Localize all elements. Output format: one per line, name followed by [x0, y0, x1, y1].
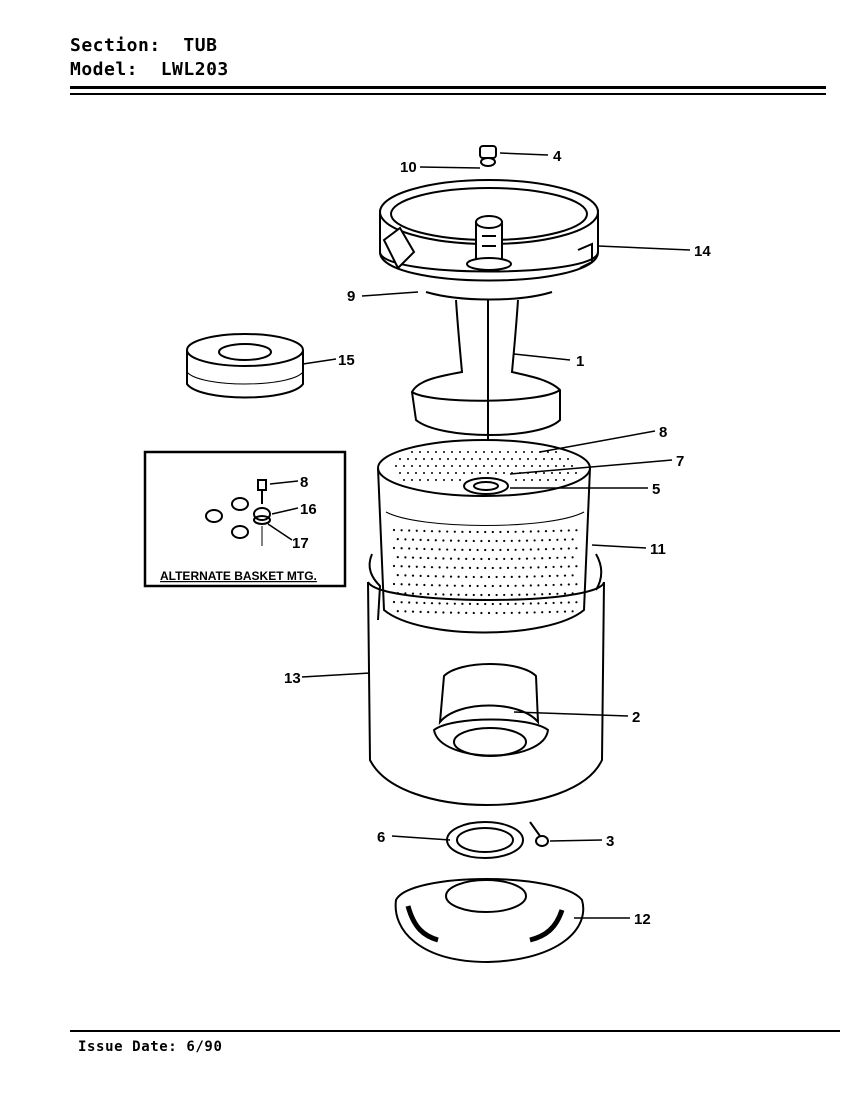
- issue-label: Issue Date:: [78, 1039, 178, 1055]
- callout-5: 5: [652, 481, 660, 498]
- agitator-column-part: [410, 291, 561, 448]
- outer-tub-part: [367, 553, 605, 806]
- bolt-part: [529, 821, 549, 847]
- callout-8: 8: [659, 424, 667, 441]
- footer-rule: [70, 1030, 840, 1032]
- callout-labels: 4 10 14 9 1 15 8 7 5 11 13 2 6 3 12 8 16…: [160, 148, 711, 928]
- callout-4: 4: [553, 148, 562, 165]
- inset-callout-8: 8: [300, 474, 308, 491]
- header-rule-bottom: [70, 93, 826, 95]
- balance-ring-part: [379, 179, 599, 282]
- cap-nut-part: [479, 145, 497, 167]
- basket-part: [377, 439, 591, 634]
- section-label: Section:: [70, 35, 161, 56]
- inset-box: [143, 450, 347, 588]
- callout-7: 7: [676, 453, 684, 470]
- hub-part: [186, 333, 304, 399]
- section-line: Section: TUB: [70, 34, 229, 58]
- callout-3: 3: [606, 833, 614, 850]
- callout-11: 11: [650, 541, 666, 558]
- base-plate-part: [394, 878, 585, 964]
- inset-title: ALTERNATE BASKET MTG.: [160, 569, 317, 583]
- model-label: Model:: [70, 59, 139, 80]
- callout-2: 2: [632, 709, 640, 726]
- header-rule-top: [70, 86, 826, 89]
- callout-10: 10: [400, 159, 417, 176]
- issue-date: Issue Date: 6/90: [78, 1039, 222, 1055]
- seal-ring-part: [446, 821, 524, 859]
- model-value: LWL203: [160, 59, 229, 80]
- inset-callout-17: 17: [292, 535, 309, 552]
- callout-14: 14: [694, 243, 711, 260]
- leader-lines: [267, 152, 691, 919]
- agitator-top-part: [466, 215, 512, 271]
- callout-9: 9: [347, 288, 355, 305]
- callout-15: 15: [338, 352, 355, 369]
- section-value: TUB: [183, 35, 218, 56]
- callout-6: 6: [377, 829, 385, 846]
- callout-13: 13: [284, 670, 301, 687]
- callout-1: 1: [576, 353, 584, 370]
- model-line: Model: LWL203: [70, 58, 229, 82]
- page-header: Section: TUB Model: LWL203: [70, 34, 229, 82]
- callout-12: 12: [634, 911, 651, 928]
- issue-value: 6/90: [186, 1039, 223, 1055]
- inset-callout-16: 16: [300, 501, 317, 518]
- basket-perforations: [392, 451, 578, 615]
